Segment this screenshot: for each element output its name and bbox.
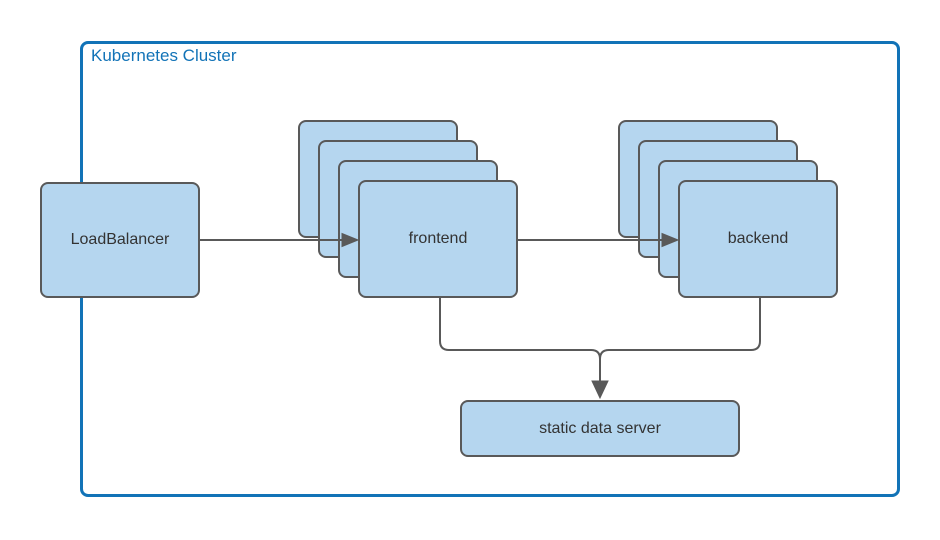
load-balancer-node[interactable]: LoadBalancer [40, 182, 200, 298]
cluster-title: Kubernetes Cluster [91, 46, 237, 65]
backend-node[interactable]: backend [678, 180, 838, 298]
backend-stack: backend [618, 120, 838, 298]
static-data-server-node[interactable]: static data server [460, 400, 740, 457]
frontend-stack: frontend [298, 120, 518, 298]
frontend-node[interactable]: frontend [358, 180, 518, 298]
